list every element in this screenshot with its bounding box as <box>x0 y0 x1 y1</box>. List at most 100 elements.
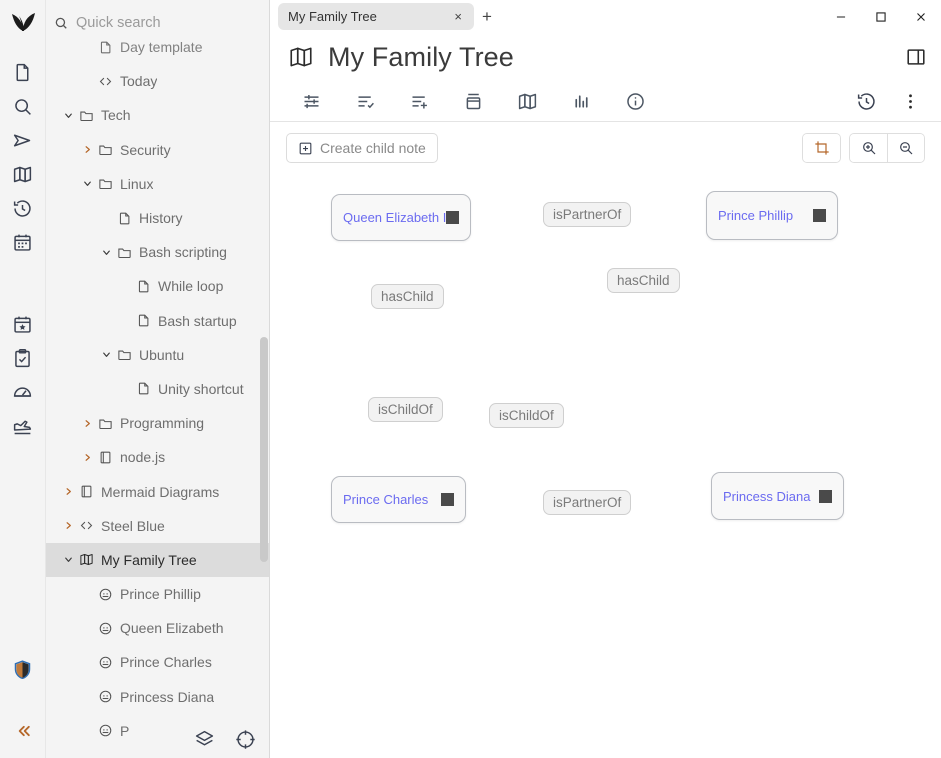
maximize-icon[interactable] <box>861 0 901 33</box>
box-icon[interactable] <box>446 83 500 119</box>
chart-bar-icon[interactable] <box>554 83 608 119</box>
zoom-in-icon[interactable] <box>850 134 887 162</box>
rail-calendar-star-icon[interactable] <box>6 307 40 341</box>
page-title[interactable]: My Family Tree <box>328 41 514 72</box>
edge-label-isPartnerOf[interactable]: isPartnerOf <box>543 490 632 515</box>
rail-clipboard-check-icon[interactable] <box>6 341 40 375</box>
folder-icon <box>114 245 134 260</box>
folder-icon <box>95 176 115 191</box>
tree-item-node-js[interactable]: node.js <box>46 440 269 474</box>
rail-shield-icon[interactable] <box>6 652 40 686</box>
chevron-right-icon[interactable] <box>79 452 95 463</box>
edge-label-hasChild[interactable]: hasChild <box>371 284 444 309</box>
chevron-down-icon[interactable] <box>60 554 76 565</box>
close-icon[interactable] <box>901 0 941 33</box>
rail-gauge-icon[interactable] <box>6 375 40 409</box>
crop-icon[interactable] <box>803 134 840 162</box>
edge-label-isPartnerOf[interactable]: isPartnerOf <box>543 202 632 227</box>
chevron-down-icon[interactable] <box>98 247 114 258</box>
graph-node-badge[interactable] <box>819 489 832 503</box>
graph-node-badge[interactable] <box>446 211 459 224</box>
chevron-down-icon[interactable] <box>98 349 114 360</box>
tree-item-label: Queen Elizabeth <box>120 620 224 637</box>
tree-scrollbar[interactable] <box>260 337 268 562</box>
tab-bar: My Family Tree × + <box>270 0 941 33</box>
tree-item-linux[interactable]: Linux <box>46 167 269 201</box>
add-box-icon <box>298 141 313 156</box>
tree-item-queen-elizabeth[interactable]: Queen Elizabeth <box>46 611 269 645</box>
tree-item-label: History <box>139 210 183 227</box>
tab-close-icon[interactable]: × <box>454 9 462 24</box>
target-icon[interactable] <box>235 729 256 750</box>
sidebar-bottom-toolbar <box>194 729 269 750</box>
rail-plane-icon[interactable] <box>6 409 40 443</box>
tab-my-family-tree[interactable]: My Family Tree × <box>278 3 474 30</box>
graph-node-badge[interactable] <box>441 493 454 506</box>
tree-item-label: Today <box>120 73 158 90</box>
tree-item-security[interactable]: Security <box>46 133 269 167</box>
rail-calendar-icon[interactable] <box>6 225 40 259</box>
tree-item-p[interactable]: P <box>46 714 269 748</box>
chevron-down-icon[interactable] <box>79 178 95 189</box>
tree-item-day-template[interactable]: Day template <box>46 30 269 64</box>
more-vertical-icon[interactable] <box>893 83 927 119</box>
info-icon[interactable] <box>608 83 662 119</box>
note-icon <box>133 313 153 328</box>
app-logo[interactable] <box>6 6 40 45</box>
note-icon <box>133 381 153 396</box>
tree-item-bash-scripting[interactable]: Bash scripting <box>46 235 269 269</box>
attributes-icon[interactable] <box>284 83 338 119</box>
rail-history-icon[interactable] <box>6 191 40 225</box>
tree-item-tech[interactable]: Tech <box>46 98 269 132</box>
person-icon <box>95 587 115 602</box>
chevron-right-icon[interactable] <box>60 486 76 497</box>
chevron-right-icon[interactable] <box>79 418 95 429</box>
graph-node-qe[interactable]: Queen Elizabeth II <box>331 194 471 241</box>
rail-send-icon[interactable] <box>6 123 40 157</box>
tree-item-today[interactable]: Today <box>46 64 269 98</box>
tree-item-my-family-tree[interactable]: My Family Tree <box>46 542 269 577</box>
tree-item-mermaid-diagrams[interactable]: Mermaid Diagrams <box>46 474 269 508</box>
tree-item-history[interactable]: History <box>46 201 269 235</box>
rail-collapse-icon[interactable] <box>6 714 40 748</box>
zoom-out-icon[interactable] <box>887 134 924 162</box>
tree-item-steel-blue[interactable]: Steel Blue <box>46 509 269 543</box>
history-icon[interactable] <box>839 83 893 119</box>
list-check-icon[interactable] <box>338 83 392 119</box>
map-icon[interactable] <box>500 83 554 119</box>
note-title-row: My Family Tree <box>270 33 941 81</box>
minimize-icon[interactable] <box>821 0 861 33</box>
panel-toggle-icon[interactable] <box>905 46 927 68</box>
chevron-right-icon[interactable] <box>60 520 76 531</box>
tree-item-programming[interactable]: Programming <box>46 406 269 440</box>
rail-note-icon[interactable] <box>6 55 40 89</box>
rail-map-icon[interactable] <box>6 157 40 191</box>
code-icon <box>95 74 115 89</box>
tree-item-label: Prince Charles <box>120 654 212 671</box>
tree-item-bash-startup[interactable]: Bash startup <box>46 304 269 338</box>
tree-item-unity-shortcut[interactable]: Unity shortcut <box>46 372 269 406</box>
tree-item-prince-charles[interactable]: Prince Charles <box>46 645 269 679</box>
rail-search-icon[interactable] <box>6 89 40 123</box>
graph-node-pc[interactable]: Prince Charles <box>331 476 466 523</box>
new-tab-button[interactable]: + <box>482 7 492 26</box>
edge-label-isChildOf[interactable]: isChildOf <box>489 403 564 428</box>
edge-label-isChildOf[interactable]: isChildOf <box>368 397 443 422</box>
edge-label-hasChild[interactable]: hasChild <box>607 268 680 293</box>
tree-item-princess-diana[interactable]: Princess Diana <box>46 680 269 714</box>
tree-item-ubuntu[interactable]: Ubuntu <box>46 338 269 372</box>
graph-node-badge[interactable] <box>813 209 826 222</box>
layers-icon[interactable] <box>194 729 215 750</box>
graph-node-pp[interactable]: Prince Phillip <box>706 191 838 240</box>
quick-search[interactable]: Quick search <box>46 0 269 45</box>
chevron-right-icon[interactable] <box>79 144 95 155</box>
tree-item-while-loop[interactable]: While loop <box>46 269 269 303</box>
tree-item-prince-phillip[interactable]: Prince Phillip <box>46 577 269 611</box>
chevron-down-icon[interactable] <box>60 110 76 121</box>
list-plus-icon[interactable] <box>392 83 446 119</box>
create-child-note-button[interactable]: Create child note <box>286 133 438 163</box>
graph-node-pd[interactable]: Princess Diana <box>711 472 844 520</box>
fit-group <box>802 133 841 163</box>
